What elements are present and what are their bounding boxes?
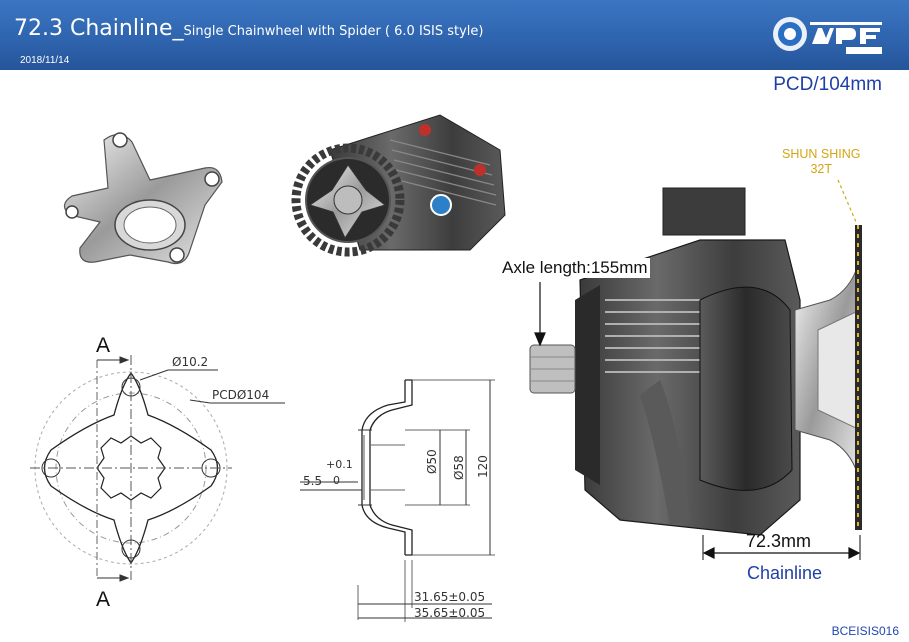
section-marker-bottom: A: [96, 588, 111, 611]
motor-side-render: [529, 187, 862, 536]
title-main: 72.3 Chainline_: [14, 16, 184, 41]
page-title: 72.3 Chainline_Single Chainwheel with Sp…: [14, 16, 484, 41]
height-label: 120: [476, 455, 490, 478]
document-code: BCEISIS016: [831, 624, 899, 638]
spider-3d-render: [63, 132, 223, 265]
length-1-label: 31.65±0.05: [414, 590, 486, 604]
outer-diameter-label: Ø58: [452, 455, 466, 480]
spider-front-drawing: [30, 355, 285, 582]
hole-diameter-label: Ø10.2: [172, 355, 209, 369]
chainring-teeth: 32T: [810, 162, 833, 176]
header-bar: 72.3 Chainline_Single Chainwheel with Sp…: [0, 0, 909, 70]
chainline-label: Chainline: [747, 563, 823, 583]
offset-tolerance-label: +0.1: [326, 458, 353, 471]
pcd-label: PCD/104mm: [773, 74, 882, 95]
motor-dimensions: [534, 179, 861, 560]
chainline-value: 72.3mm: [746, 531, 812, 551]
title-subtitle: Single Chainwheel with Spider ( 6.0 ISIS…: [183, 24, 484, 39]
length-2-label: 35.65±0.05: [414, 606, 486, 620]
offset-base-label: 5.5: [303, 474, 323, 488]
chainring-brand-label: SHUN SHING 32T: [782, 147, 860, 177]
offset-zero-label: 0: [333, 474, 340, 487]
section-marker-top: A: [96, 334, 111, 357]
motor-3d-render: [291, 114, 506, 257]
chainring-brand: SHUN SHING: [782, 147, 861, 161]
pcd-diameter-label: PCDØ104: [212, 388, 270, 402]
mpf-drive-logo-icon: [773, 17, 882, 54]
document-date: 2018/11/14: [20, 55, 70, 66]
axle-length-label: Axle length:155mm: [500, 258, 650, 278]
inner-diameter-label: Ø50: [425, 449, 439, 474]
spider-section-drawing: [300, 379, 495, 622]
